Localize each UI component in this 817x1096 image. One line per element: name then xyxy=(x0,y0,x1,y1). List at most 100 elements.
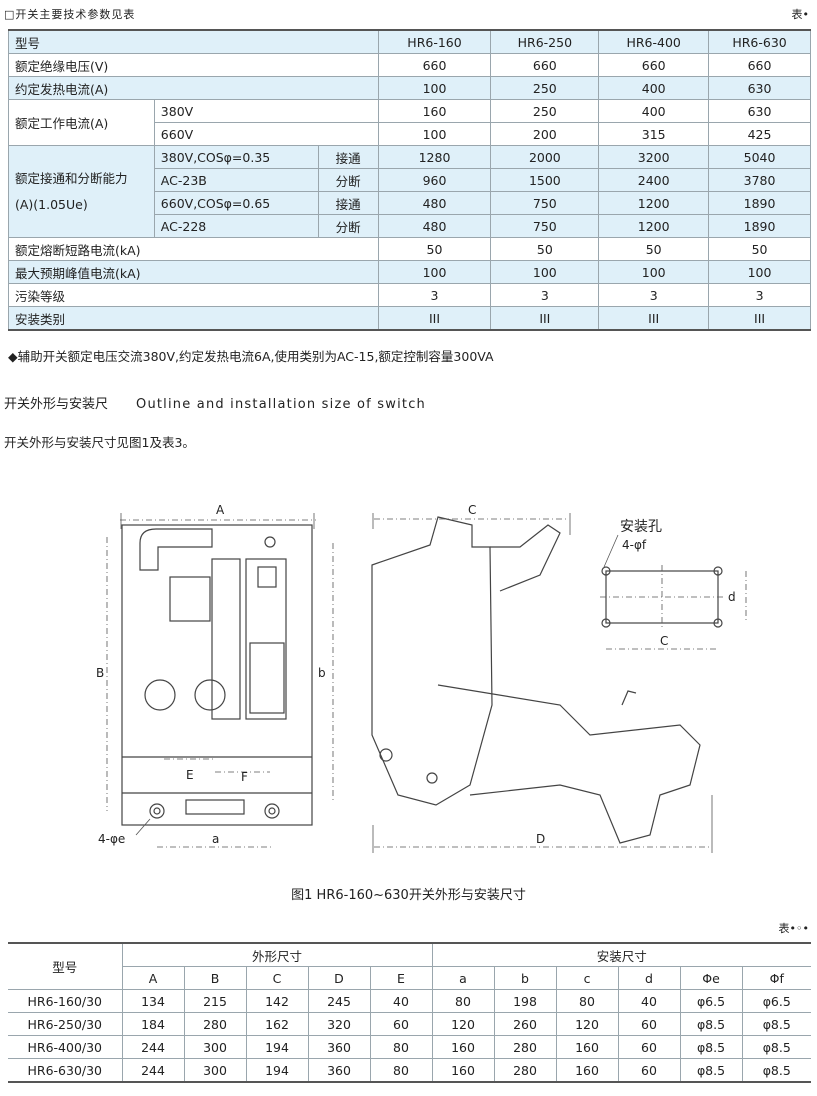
cell: φ6.5 xyxy=(741,989,811,1013)
sub-label: 380V xyxy=(153,99,379,123)
label-D: D xyxy=(536,832,545,846)
table-row: 约定发热电流(A) 100 250 400 630 xyxy=(8,76,811,100)
cell: 215 xyxy=(183,989,247,1013)
header-hr6-160: HR6-160 xyxy=(377,29,492,54)
cell: 630 xyxy=(708,76,811,100)
row-label: 额定接通和分断能力 (A)(1.05Ue) xyxy=(8,145,155,238)
sub-label: 380V,COSφ=0.35 xyxy=(153,145,319,169)
cell: 315 xyxy=(598,122,710,146)
cell: 60 xyxy=(617,1035,681,1059)
breaking-label-2: (A)(1.05Ue) xyxy=(15,196,88,212)
cell: 630 xyxy=(708,99,811,123)
cell: 3 xyxy=(377,283,492,307)
cell: 660 xyxy=(708,53,811,77)
mode-label: 接通 xyxy=(317,145,379,169)
cell: 60 xyxy=(369,1012,433,1036)
cell: 100 xyxy=(377,76,492,100)
cell: 660 xyxy=(490,53,600,77)
cell: φ8.5 xyxy=(679,1058,743,1083)
fuse-right xyxy=(245,558,287,720)
cell: 3200 xyxy=(598,145,710,169)
mount-hole xyxy=(264,803,280,819)
hole-pattern-hole xyxy=(601,566,611,576)
label-A: A xyxy=(216,503,225,517)
mode-label: 分断 xyxy=(317,168,379,192)
label-hole-C: C xyxy=(660,634,668,648)
hole-pattern-hole xyxy=(713,566,723,576)
cell: 160 xyxy=(431,1035,495,1059)
cell: 3 xyxy=(490,283,600,307)
label-phi-e: 4-φe xyxy=(98,832,125,846)
table-row: 660V 100 200 315 425 xyxy=(9,122,811,146)
mount-hole-inner xyxy=(268,807,276,815)
cell: 100 xyxy=(598,260,710,284)
dimension-table: 型号 外形尺寸 安装尺寸 A B C D E a b c d Φe Φf HR6… xyxy=(8,942,811,1083)
col-header: a xyxy=(431,966,495,990)
cell: 480 xyxy=(377,214,492,238)
side-hook xyxy=(621,690,637,706)
decoration-icon: •◦• xyxy=(789,922,809,935)
label-a: a xyxy=(212,832,219,846)
cell: 60 xyxy=(617,1058,681,1083)
mode-label: 分断 xyxy=(317,214,379,238)
table-row: 额定熔断短路电流(kA) 50 50 50 50 xyxy=(8,237,811,261)
cell: 2000 xyxy=(490,145,600,169)
sub-label: 660V xyxy=(153,122,379,146)
row-label: 约定发热电流(A) xyxy=(8,76,379,100)
col-header: A xyxy=(121,966,185,990)
cell: 360 xyxy=(307,1058,371,1083)
col-header: d xyxy=(617,966,681,990)
mode-label: 接通 xyxy=(317,191,379,215)
model-cell: HR6-630/30 xyxy=(8,1058,123,1083)
table-row: 额定工作电流(A) 380V 160 250 400 630 xyxy=(8,99,811,146)
header-model: 型号 xyxy=(8,29,379,54)
aux-switch-note: ◆辅助开关额定电压交流380V,约定发热电流6A,使用类别为AC-15,额定控制… xyxy=(8,349,494,364)
header-hr6-630: HR6-630 xyxy=(708,29,811,54)
cell: 960 xyxy=(377,168,492,192)
cell: 750 xyxy=(490,191,600,215)
cell: 40 xyxy=(369,989,433,1013)
cell: 80 xyxy=(369,1058,433,1083)
cell: φ8.5 xyxy=(679,1035,743,1059)
table-row: HR6-630/30 244 300 194 360 80 160 280 16… xyxy=(8,1058,811,1083)
sub-label: AC-228 xyxy=(153,214,319,238)
label-hole-title: 安装孔 xyxy=(620,519,662,535)
page-header-right: 表• xyxy=(792,6,810,22)
header-hr6-400: HR6-400 xyxy=(598,29,710,54)
table-row: 额定接通和分断能力 (A)(1.05Ue) 380V,COSφ=0.35 接通 … xyxy=(8,145,811,238)
table-header-row: 型号 外形尺寸 安装尺寸 xyxy=(8,942,811,990)
table-row: HR6-160/30 134 215 142 245 40 80 198 80 … xyxy=(8,989,811,1013)
front-circle-left xyxy=(144,679,176,711)
label-B: B xyxy=(96,666,104,680)
cell: 184 xyxy=(121,1012,185,1036)
row-label: 最大预期峰值电流(kA) xyxy=(8,260,379,284)
cell: 50 xyxy=(377,237,492,261)
section-title-en: Outline and installation size of switch xyxy=(136,397,426,412)
cell: 280 xyxy=(183,1012,247,1036)
cell: 120 xyxy=(431,1012,495,1036)
table-row: HR6-400/30 244 300 194 360 80 160 280 16… xyxy=(8,1035,811,1059)
cell: 400 xyxy=(598,76,710,100)
table-row: 660V,COSφ=0.65 接通 480 750 1200 1890 xyxy=(9,191,811,215)
table-row: 最大预期峰值电流(kA) 100 100 100 100 xyxy=(8,260,811,284)
cell: 3 xyxy=(598,283,710,307)
cell: 1280 xyxy=(377,145,492,169)
model-cell: HR6-400/30 xyxy=(8,1035,123,1059)
model-cell: HR6-160/30 xyxy=(8,989,123,1013)
cell: 100 xyxy=(377,260,492,284)
cell: 250 xyxy=(490,76,600,100)
col-header: B xyxy=(183,966,247,990)
decoration-icon: • xyxy=(802,8,810,21)
cell: 660 xyxy=(377,53,492,77)
cell: 160 xyxy=(555,1058,619,1083)
cell: 300 xyxy=(183,1035,247,1059)
col-header: c xyxy=(555,966,619,990)
cell: 1890 xyxy=(708,214,811,238)
hole-pattern-hole xyxy=(601,618,611,628)
cell: 80 xyxy=(555,989,619,1013)
cell: 198 xyxy=(493,989,557,1013)
table-row: AC-23B 分断 960 1500 2400 3780 xyxy=(9,168,811,192)
cell: 750 xyxy=(490,214,600,238)
side-handle xyxy=(490,524,561,592)
cell: φ8.5 xyxy=(741,1035,811,1059)
